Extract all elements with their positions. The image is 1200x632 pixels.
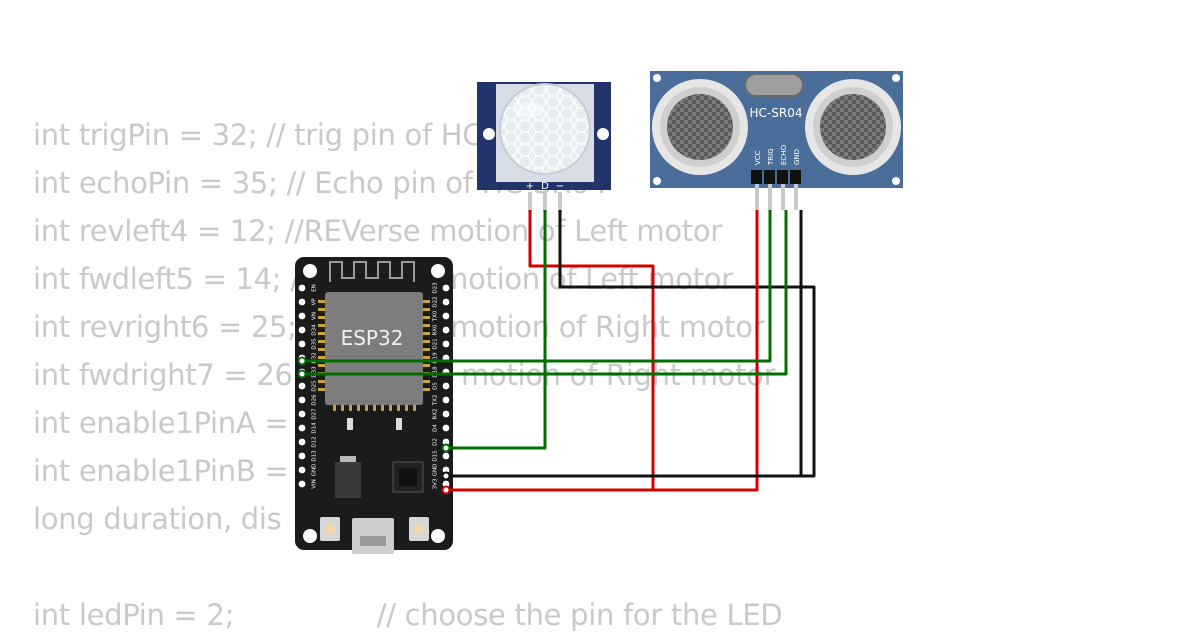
pin-label: GND [433, 464, 439, 477]
model-label: HC-SR04 [750, 106, 803, 120]
ultrasonic-pin-label: TRIG [767, 148, 775, 166]
wire-endpoint[interactable] [297, 369, 307, 379]
pin-label: EN [312, 284, 318, 292]
mounting-hole [483, 128, 495, 140]
wire-ultrasonic-echo[interactable] [302, 210, 788, 376]
pin-label: D33 [312, 366, 318, 378]
pin-label: D27 [312, 408, 318, 420]
pin-label: TX0 [433, 310, 439, 322]
pin-label: D18 [433, 366, 439, 378]
ultrasonic-pin-label: VCC [754, 150, 762, 165]
transmitter-transducer [652, 79, 748, 175]
mounting-hole [303, 264, 317, 278]
ultrasonic-pins[interactable] [755, 184, 798, 210]
pir-pin-label: + [526, 181, 534, 192]
wire-endpoint[interactable] [441, 485, 451, 495]
left-pin-header[interactable] [298, 284, 306, 488]
pin-label: VN [312, 312, 318, 320]
pin-label: D32 [312, 352, 318, 363]
pin-label: D12 [312, 436, 318, 447]
wire-ultrasonic-trig[interactable] [302, 210, 772, 363]
pin-label: VP [312, 298, 318, 306]
pin-label: D23 [433, 282, 439, 294]
chip-label: ESP32 [341, 326, 404, 350]
receiver-transducer [805, 79, 901, 175]
pin-label: GND [312, 464, 318, 477]
wire-endpoint[interactable] [441, 443, 451, 453]
pin-label: D2 [433, 438, 439, 446]
pin-label: D26 [312, 394, 318, 406]
module-pads [318, 300, 430, 411]
code-line: long duration, dis [33, 502, 282, 536]
pin-label: D25 [312, 380, 318, 392]
pin-label: D34 [312, 324, 318, 336]
smd-component [396, 418, 402, 430]
wire-endpoint[interactable] [297, 356, 307, 366]
mounting-hole [597, 128, 609, 140]
wire-pir-gnd[interactable] [446, 210, 816, 478]
pir-sensor[interactable]: + D − [477, 82, 611, 212]
esp32-board[interactable]: ESP32 [295, 257, 453, 554]
voltage-regulator [335, 462, 361, 498]
pin-label: D15 [433, 450, 439, 462]
pin-label: TX2 [433, 395, 439, 407]
code-line: int enable1PinA = [33, 406, 289, 440]
pir-pin-label: − [556, 181, 564, 192]
wire-ultrasonic-gnd[interactable] [446, 210, 803, 478]
code-line: int enable1PinB = [33, 454, 289, 488]
pin-label: D19 [433, 352, 439, 364]
pin-label: D4 [433, 424, 439, 432]
hc-sr04-sensor[interactable]: HC-SR04 VCC TRIG ECHO GND [650, 71, 903, 210]
pin-label: VIN [312, 479, 318, 489]
pin-label: D22 [433, 296, 439, 307]
mounting-hole [431, 529, 445, 543]
code-line: int ledPin = 2; // choose the pin for th… [33, 598, 783, 632]
pin-label: RX2 [433, 408, 439, 419]
wire-ultrasonic-vcc[interactable] [446, 210, 759, 492]
fresnel-lens [499, 83, 591, 175]
esp32-module-shield [325, 292, 423, 405]
mounting-hole [431, 264, 445, 278]
antenna [329, 261, 415, 282]
ultrasonic-pin-label: GND [793, 149, 801, 165]
wire-endpoint[interactable] [441, 471, 451, 481]
pin-label: D21 [433, 338, 439, 349]
right-pin-header[interactable] [442, 284, 450, 488]
pin-label: RX0 [433, 324, 439, 336]
mounting-hole [303, 529, 317, 543]
crystal-oscillator [744, 73, 804, 97]
smd-component [347, 418, 353, 430]
pin-label: D35 [312, 338, 318, 350]
pir-pin-label: D [541, 181, 549, 192]
pin-label: D14 [312, 422, 318, 434]
code-line: int revleft4 = 12; //REVerse motion of L… [33, 214, 722, 248]
pir-pins[interactable] [528, 192, 562, 212]
wire-pir-out[interactable] [446, 210, 547, 450]
pin-label: D5 [433, 382, 439, 390]
ultrasonic-pin-label: ECHO [780, 144, 788, 165]
pin-label: D13 [312, 450, 318, 462]
ultrasonic-header [751, 170, 801, 184]
pin-label: 3V3 [433, 478, 439, 489]
